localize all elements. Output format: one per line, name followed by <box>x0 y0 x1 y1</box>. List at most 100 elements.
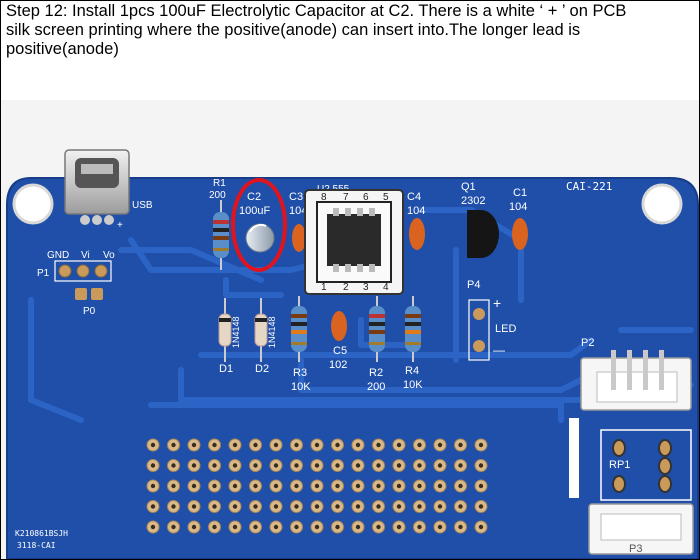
perfboard-hole <box>212 524 217 530</box>
perfboard-hole <box>253 504 258 509</box>
perfboard-hole <box>171 504 176 509</box>
perfboard-hole <box>355 524 361 530</box>
perfboard-hole <box>232 524 238 530</box>
perfboard-hole <box>396 442 402 448</box>
perfboard-hole <box>478 463 484 468</box>
perfboard-hole <box>396 524 402 530</box>
perfboard-hole <box>212 483 217 489</box>
perfboard-hole <box>191 524 197 530</box>
c1-label: C1 <box>513 187 527 199</box>
perfboard-hole <box>191 442 197 448</box>
perfboard-hole <box>191 463 197 468</box>
p4-label: P4 <box>467 279 480 291</box>
r2-label: R2 <box>369 367 383 379</box>
perfboard-hole <box>191 504 197 509</box>
perfboard-hole <box>355 442 361 448</box>
perfboard-hole <box>273 504 279 509</box>
p2-connector <box>580 350 692 411</box>
instruction-text: Step 12: Install 1pcs 100uF Electrolytic… <box>6 2 696 59</box>
perfboard-hole <box>232 442 238 448</box>
svg-text:7: 7 <box>343 192 349 203</box>
perfboard-hole <box>458 524 463 530</box>
perfboard-hole <box>294 483 299 489</box>
perfboard-hole <box>294 463 299 468</box>
c4-label: C4 <box>407 191 421 203</box>
perfboard-hole <box>478 483 484 489</box>
c1-ceramic-capacitor <box>512 218 528 250</box>
r2-value: 200 <box>367 381 385 393</box>
perfboard-hole <box>417 483 422 489</box>
p4-pads <box>473 308 485 352</box>
perfboard-hole <box>458 442 463 448</box>
usb-connector <box>64 149 130 225</box>
perfboard-hole <box>335 524 340 530</box>
c2-value: 100uF <box>239 205 270 217</box>
perfboard-hole <box>150 483 156 489</box>
p3-connector <box>588 503 694 555</box>
perfboard-hole <box>396 463 402 468</box>
r3-value: 10K <box>291 381 311 393</box>
perfboard-hole <box>417 442 422 448</box>
perfboard-hole <box>417 524 422 530</box>
ic-socket <box>304 189 404 295</box>
perfboard-hole <box>335 442 340 448</box>
perfboard-hole <box>458 504 463 509</box>
perfboard-hole <box>478 504 484 509</box>
svg-text:8: 8 <box>321 192 327 203</box>
perfboard-hole <box>437 524 443 530</box>
svg-text:6: 6 <box>363 192 369 203</box>
perfboard-hole <box>478 442 484 448</box>
c2-label: C2 <box>247 191 261 203</box>
perfboard-hole <box>171 524 176 530</box>
svg-text:4: 4 <box>383 282 389 293</box>
perfboard-hole <box>253 524 258 530</box>
mounting-hole-left <box>12 183 54 225</box>
perfboard-hole <box>273 524 279 530</box>
perfboard-hole <box>232 483 238 489</box>
p2-label: P2 <box>581 337 594 349</box>
vi-label: Vi <box>81 250 90 261</box>
perfboard-hole <box>253 442 258 448</box>
perfboard-hole <box>437 463 443 468</box>
svg-text:2: 2 <box>343 282 349 293</box>
r2-resistor <box>369 296 385 362</box>
perfboard-hole <box>376 463 381 468</box>
gnd-label: GND <box>47 250 69 261</box>
perfboard-hole <box>355 483 361 489</box>
ic-pin-numbers-bottom: 1 2 3 4 <box>321 282 389 293</box>
perfboard-hole <box>458 483 463 489</box>
d1-diode <box>218 298 232 362</box>
perfboard-hole <box>417 504 422 509</box>
r1-resistor <box>213 200 229 270</box>
usb-plus-mark: + <box>117 220 123 231</box>
perfboard-hole <box>314 504 320 509</box>
c4-ceramic-capacitor <box>409 218 425 250</box>
d2-value: 1N4148 <box>267 316 277 348</box>
perfboard-hole <box>150 442 156 448</box>
perfboard-hole <box>417 463 422 468</box>
instruction-line-2: silk screen printing where the positive(… <box>6 21 581 39</box>
ic-pin-numbers-top: 8 7 6 5 <box>321 192 389 203</box>
perfboard-hole <box>437 483 443 489</box>
perfboard-hole <box>253 463 258 468</box>
p4-plus: + <box>493 295 501 311</box>
svg-text:5: 5 <box>383 192 389 203</box>
instruction-line-3: positive(anode) <box>6 40 119 58</box>
pcb-photo: CAI-221 USB + GND Vi Vo P1 P0 R1 200 C2 … <box>1 100 699 559</box>
batch-code-1: K210861BSJH <box>15 529 68 538</box>
d1-label: D1 <box>219 363 233 375</box>
perfboard-hole <box>335 504 340 509</box>
perfboard-hole <box>232 504 238 509</box>
perfboard-hole <box>314 442 320 448</box>
d2-diode <box>254 298 268 362</box>
p1-pads <box>58 264 108 278</box>
p0-pads <box>75 288 103 300</box>
p1-header-outline <box>54 260 112 282</box>
perfboard-hole <box>150 463 156 468</box>
perfboard-hole <box>212 442 217 448</box>
svg-text:3: 3 <box>363 282 369 293</box>
perfboard-hole <box>212 463 217 468</box>
perfboard-grid <box>146 438 488 534</box>
batch-code-2: 3118-CAI <box>17 541 56 550</box>
perfboard-hole <box>376 483 381 489</box>
